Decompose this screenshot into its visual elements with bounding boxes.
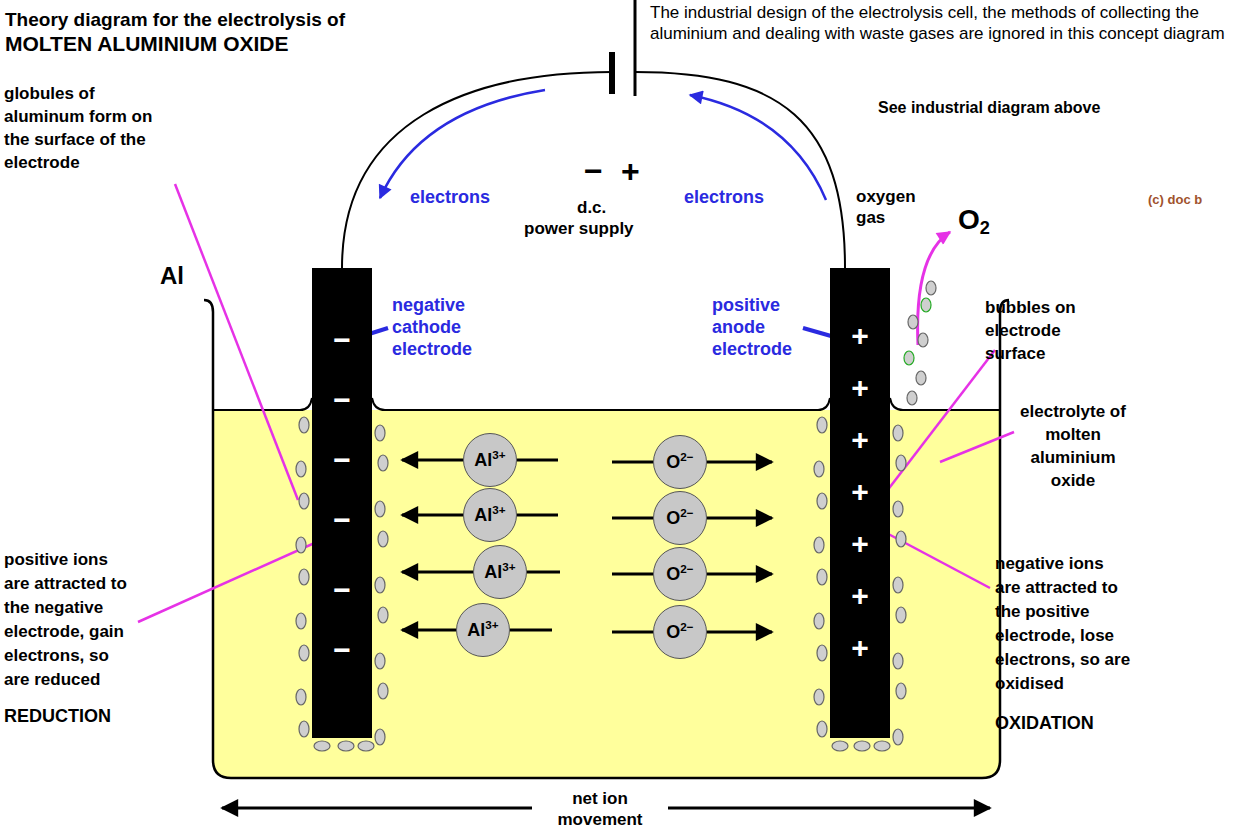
axis-label: net ion movement <box>545 788 655 830</box>
ion-formula: O2− <box>666 564 693 584</box>
charge-sign: + <box>830 319 890 353</box>
ion-formula: O2− <box>666 622 693 642</box>
anion-circle: O2− <box>653 435 707 489</box>
electrode-label: positive anode electrode <box>712 294 802 360</box>
callout-text: negative ions are attracted to the posit… <box>995 552 1131 696</box>
gas-label: oxygen gas <box>856 186 928 228</box>
charge-sign: − <box>312 323 372 357</box>
gas-arrow <box>918 232 950 345</box>
charge-sign: + <box>830 475 890 509</box>
electron-arrow <box>690 95 826 200</box>
charge-sign: − <box>312 633 372 667</box>
wire <box>635 72 845 268</box>
ion-formula: Al3+ <box>474 505 505 525</box>
note-text: See industrial diagram above <box>878 96 1100 119</box>
cathode-electrode: − − − − − − <box>312 268 372 738</box>
ion-formula: Al3+ <box>467 620 498 640</box>
anion-circle: O2− <box>653 605 707 659</box>
callout-text: bubbles on electrode surface <box>985 296 1103 365</box>
callout-text: positive ions are attracted to the negat… <box>4 548 136 692</box>
ion-arrows <box>402 460 772 632</box>
ion-formula: O2− <box>666 452 693 472</box>
anion-circle: O2− <box>653 491 707 545</box>
ion-formula: O2− <box>666 508 693 528</box>
flow-label: electrons <box>684 186 764 209</box>
cation-circle: Al3+ <box>463 488 517 542</box>
ion-formula: Al3+ <box>474 450 505 470</box>
leader-line <box>940 432 1014 462</box>
polarity-sign: + <box>621 154 640 188</box>
cation-circle: Al3+ <box>456 603 510 657</box>
element-symbol: Al <box>160 262 184 290</box>
anode-electrode: + + + + + + + <box>830 268 890 738</box>
diagram-title: Theory diagram for the electrolysis of <box>5 8 345 32</box>
polarity-sign: − <box>584 154 603 188</box>
cation-circle: Al3+ <box>463 433 517 487</box>
charge-sign: + <box>830 527 890 561</box>
power-label: power supply <box>524 217 634 240</box>
charge-sign: − <box>312 383 372 417</box>
callout-text: electrolyte of molten aluminium oxide <box>1018 400 1128 492</box>
charge-sign: − <box>312 573 372 607</box>
charge-sign: + <box>830 371 890 405</box>
cation-circle: Al3+ <box>473 545 527 599</box>
copyright-text: (c) doc b <box>1148 188 1202 211</box>
charge-sign: + <box>830 423 890 457</box>
electron-arrow <box>380 90 545 198</box>
wire <box>342 72 612 268</box>
net-movement-arrow <box>222 807 532 810</box>
ion-formula: Al3+ <box>484 562 515 582</box>
diagram-subtitle: MOLTEN ALUMINIUM OXIDE <box>5 32 288 55</box>
leader-line <box>880 350 995 500</box>
charge-sign: − <box>312 443 372 477</box>
anion-circle: O2− <box>653 547 707 601</box>
process-label: REDUCTION <box>4 705 111 728</box>
callout-text: globules of aluminum form on the surface… <box>4 82 154 174</box>
leader-line <box>175 184 298 500</box>
charge-sign: − <box>312 503 372 537</box>
flow-label: electrons <box>410 186 490 209</box>
formula-label: O2 <box>958 204 990 236</box>
battery-plate <box>634 0 637 96</box>
battery-plate <box>609 52 615 94</box>
charge-sign: + <box>830 631 890 665</box>
net-movement-arrow <box>668 807 990 810</box>
charge-sign: + <box>830 579 890 613</box>
note-text: The industrial design of the electrolysi… <box>650 2 1238 44</box>
process-label: OXIDATION <box>995 712 1094 735</box>
electrode-label: negative cathode electrode <box>392 294 504 360</box>
power-label: d.c. <box>577 196 606 219</box>
